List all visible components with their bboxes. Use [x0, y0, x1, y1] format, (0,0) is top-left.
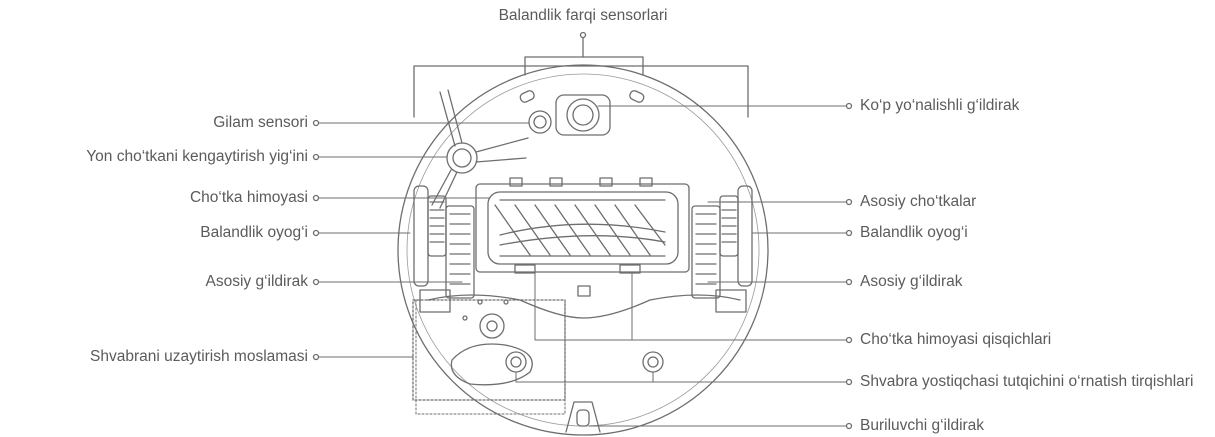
label-side-brush-assembly: Yon cho‘tkani kengaytirish yig‘ini [86, 148, 308, 165]
label-height-foot-right: Balandlik oyog‘i [860, 224, 968, 241]
label-brush-guard-clips: Cho‘tka himoyasi qisqichlari [860, 331, 1052, 348]
label-main-brushes: Asosiy cho‘tkalar [860, 193, 977, 210]
leader-lines-left [317, 122, 566, 415]
omni-wheel-icon [555, 94, 611, 136]
label-main-wheel-left: Asosiy g‘ildirak [205, 273, 308, 290]
side-brush-icon [431, 89, 529, 209]
mop-slot-icon [505, 351, 664, 373]
lower-chassis-details [427, 285, 741, 319]
cliff-sensor-frame [413, 34, 749, 118]
right-wheel-module-icon [691, 185, 753, 313]
main-brush-compartment-icon [475, 177, 690, 274]
caster-wheel-icon [565, 401, 601, 433]
label-main-wheel-right: Asosiy g‘ildirak [860, 273, 963, 290]
label-height-foot-left: Balandlik oyog‘i [200, 224, 308, 241]
leader-lines-right [515, 105, 847, 427]
label-brush-guard: Cho‘tka himoyasi [189, 189, 308, 206]
label-omni-wheel: Ko‘p yo‘nalishli g‘ildirak [860, 97, 1020, 114]
label-caster-wheel: Buriluvchi g‘ildirak [860, 417, 985, 434]
label-mop-holder-slots: Shvabra yostiqchasi tutqichini o‘rnatish… [860, 373, 1194, 390]
label-cliff-sensors: Balandlik farqi sensorlari [498, 7, 668, 24]
label-mop-extension: Shvabrani uzaytirish moslamasi [90, 348, 308, 365]
left-wheel-module-icon [413, 185, 475, 313]
cliff-sensor-icon [519, 90, 645, 103]
callout-terminals [312, 31, 853, 430]
mop-extension-frame [412, 299, 566, 401]
robot-inner-rim [406, 73, 760, 427]
robot-body-outline [397, 64, 769, 436]
mop-extension-icon [450, 299, 533, 386]
carpet-sensor-icon [528, 110, 552, 134]
label-carpet-sensor: Gilam sensori [213, 114, 308, 131]
